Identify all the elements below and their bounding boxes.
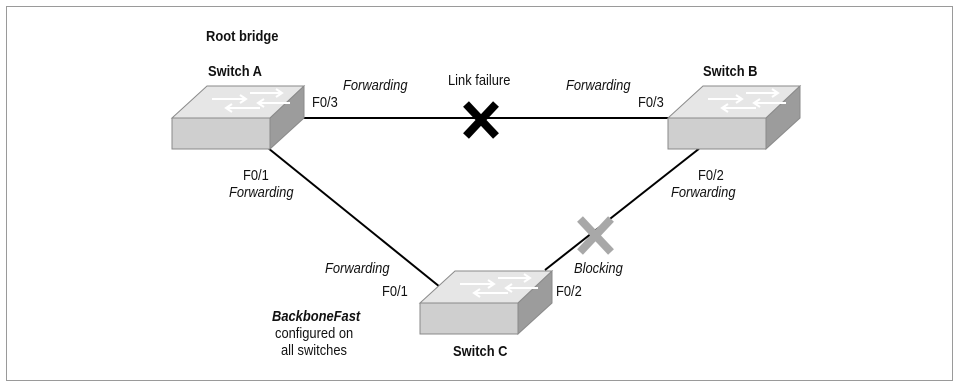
a-f01-port: F0/1 (243, 167, 269, 184)
switch-c-name: Switch C (453, 343, 508, 360)
c-f02-state: Blocking (574, 260, 623, 277)
b-f03-port: F0/3 (638, 94, 664, 111)
switch-c-icon (418, 269, 554, 336)
c-f02-port: F0/2 (556, 283, 582, 300)
note-all-switches: all switches (281, 342, 347, 359)
switch-a-name: Switch A (208, 63, 263, 80)
c-f01-state: Forwarding (325, 260, 390, 277)
a-f03-port: F0/3 (312, 94, 338, 111)
note-backbonefast: BackboneFast (272, 308, 361, 325)
note-configured-on: configured on (275, 325, 354, 342)
switch-b-icon (666, 84, 802, 151)
b-f03-state: Forwarding (566, 77, 631, 94)
failure-x-icon (463, 101, 499, 139)
b-f02-port: F0/2 (698, 167, 724, 184)
link-a-c (267, 147, 441, 288)
link-b-c (544, 147, 701, 271)
c-f01-port: F0/1 (382, 283, 408, 300)
a-f01-state: Forwarding (229, 184, 294, 201)
a-f03-state: Forwarding (343, 77, 408, 94)
diagram-frame (6, 6, 953, 381)
switch-b-name: Switch B (703, 63, 758, 80)
root-bridge-label: Root bridge (206, 28, 279, 45)
blocking-x-icon (577, 216, 614, 255)
link-failure-label: Link failure (448, 72, 511, 89)
switch-a-icon (170, 84, 306, 151)
b-f02-state: Forwarding (671, 184, 736, 201)
